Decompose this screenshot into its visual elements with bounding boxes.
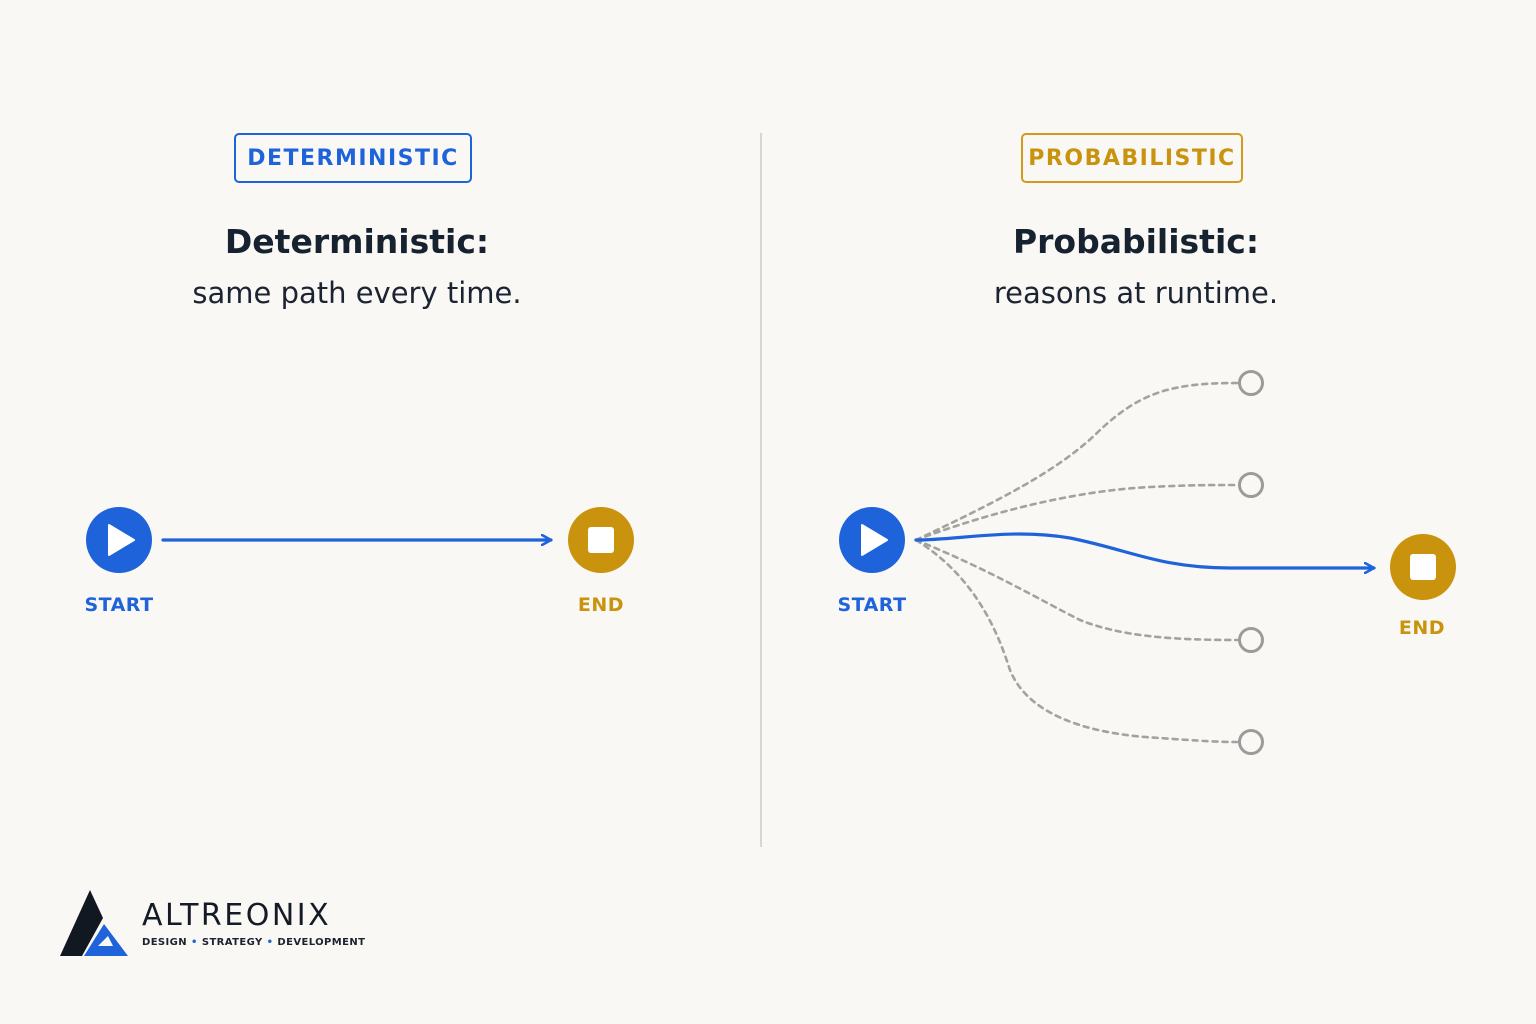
deterministic-panel: DETERMINISTIC Deterministic: same path e… (0, 0, 760, 1024)
play-icon (861, 524, 888, 556)
logo-tagline: DESIGN•STRATEGY•DEVELOPMENT (142, 937, 365, 948)
deterministic-subheading: same path every time. (192, 276, 522, 310)
empty-circle-icon (1238, 627, 1264, 653)
deterministic-start-label: START (84, 594, 154, 616)
probabilistic-subheading: reasons at runtime. (993, 276, 1279, 310)
empty-circle-icon (1238, 729, 1264, 755)
deterministic-heading: Deterministic: (224, 222, 490, 261)
branch-path-3 (914, 538, 1239, 642)
play-icon (108, 524, 135, 556)
probabilistic-badge: PROBABILISTIC (1021, 133, 1243, 183)
logo-mark-icon (60, 890, 128, 956)
empty-circle-icon (1238, 472, 1264, 498)
probabilistic-branches (914, 381, 1239, 744)
deterministic-badge: DETERMINISTIC (234, 133, 472, 183)
deterministic-end-label: END (577, 594, 625, 616)
altreonix-logo: ALTREONIX DESIGN•STRATEGY•DEVELOPMENT (60, 886, 365, 958)
tagline-separator: • (191, 937, 198, 948)
tagline-strategy: STRATEGY (201, 937, 263, 948)
branch-path-4 (914, 538, 1239, 744)
branch-path-1 (914, 381, 1239, 542)
deterministic-start-node (86, 507, 152, 573)
panel-divider (760, 133, 762, 847)
tagline-development: DEVELOPMENT (277, 937, 366, 948)
probabilistic-end-label: END (1398, 617, 1446, 639)
deterministic-end-node (568, 507, 634, 573)
probabilistic-start-node (839, 507, 905, 573)
stop-icon (1410, 554, 1436, 580)
probabilistic-panel: PROBABILISTIC Probabilistic: reasons at … (762, 0, 1536, 1024)
stop-icon (588, 527, 614, 553)
branch-path-2 (914, 483, 1239, 542)
probabilistic-chosen-path (914, 532, 1376, 568)
empty-circle-icon (1238, 370, 1264, 396)
tagline-separator: • (266, 937, 274, 948)
tagline-design: DESIGN (142, 937, 188, 948)
probabilistic-start-label: START (837, 594, 907, 616)
probabilistic-heading: Probabilistic: (1012, 222, 1260, 261)
outcome-nodes (1238, 370, 1264, 755)
probabilistic-end-node (1390, 534, 1456, 600)
logo-name: ALTREONIX (142, 898, 332, 933)
